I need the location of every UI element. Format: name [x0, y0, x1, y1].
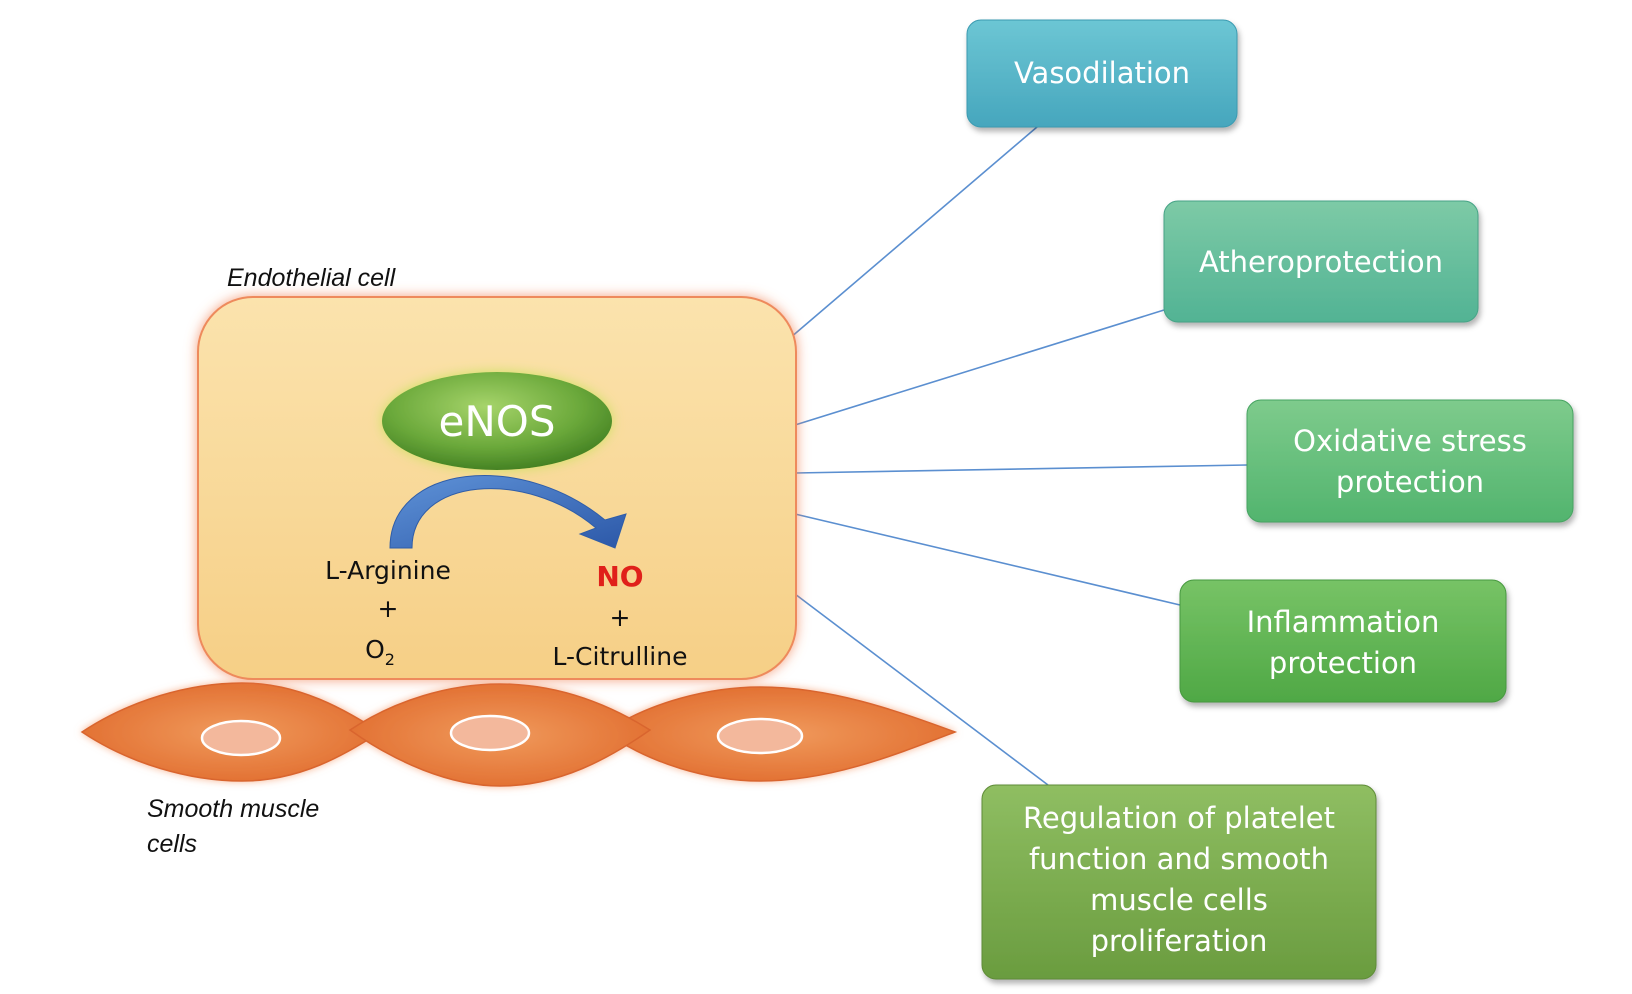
- enos-enzyme: [382, 372, 612, 470]
- connector-lines: [789, 126, 1248, 786]
- enos-label: eNOS: [439, 397, 556, 446]
- effect-label-vasodilation: Vasodilation: [1014, 56, 1190, 90]
- smc-nuclei: [200, 714, 804, 757]
- effect-label-inflammation-1: Inflammation: [1247, 605, 1440, 639]
- effect-label-platelet-2: function and smooth: [1029, 842, 1329, 876]
- byproduct-l-citrulline: L-Citrulline: [553, 642, 688, 671]
- endothelial-cell-label: Endothelial cell: [227, 264, 397, 292]
- effect-box-atheroprotection: [1163, 200, 1479, 323]
- nucleus-1: [200, 719, 282, 757]
- nucleus-2: [449, 714, 531, 752]
- effect-box-vasodilation: [966, 19, 1238, 128]
- o2-subscript: 2: [385, 650, 395, 669]
- smooth-muscle-label-line1: Smooth muscle: [147, 795, 319, 823]
- effect-box-platelet-regulation-bg: [981, 784, 1377, 980]
- connector-vasodilation: [789, 126, 1038, 339]
- effect-box-atheroprotection-bg: [1163, 200, 1479, 323]
- reaction-arrow: [389, 475, 627, 549]
- effect-box-oxidative-stress-bg: [1246, 399, 1574, 523]
- effect-label-inflammation-2: protection: [1269, 646, 1417, 680]
- cofactor-o2: O2: [365, 635, 395, 669]
- effect-label-platelet-1: Regulation of platelet: [1023, 801, 1335, 835]
- o2-base: O: [365, 635, 385, 664]
- effect-label-oxidative-stress-2: protection: [1336, 465, 1484, 499]
- product-no: NO: [596, 560, 643, 593]
- effect-box-inflammation-bg: [1179, 579, 1507, 703]
- effect-box-vasodilation-bg: [966, 19, 1238, 128]
- effect-box-platelet-regulation: [981, 784, 1377, 980]
- effect-box-inflammation: [1179, 579, 1507, 703]
- effect-box-oxidative-stress: [1246, 399, 1574, 523]
- substrate-l-arginine: L-Arginine: [325, 556, 451, 585]
- smooth-muscle-label-line2: cells: [147, 830, 197, 858]
- connector-inflammation: [794, 513, 1181, 606]
- effect-label-oxidative-stress-1: Oxidative stress: [1293, 424, 1527, 458]
- effect-label-atheroprotection: Atheroprotection: [1199, 245, 1443, 279]
- plus-right: +: [610, 603, 631, 632]
- nucleus-3: [716, 717, 804, 755]
- connector-platelet-regulation: [794, 593, 1049, 786]
- connector-oxidative-stress: [794, 464, 1248, 474]
- connector-atheroprotection: [794, 309, 1165, 426]
- plus-left: +: [378, 594, 399, 623]
- effect-label-platelet-4: proliferation: [1091, 924, 1268, 958]
- reaction: L-Arginine + O2 NO + L-Citrulline: [325, 556, 687, 671]
- effect-label-platelet-3: muscle cells: [1090, 883, 1268, 917]
